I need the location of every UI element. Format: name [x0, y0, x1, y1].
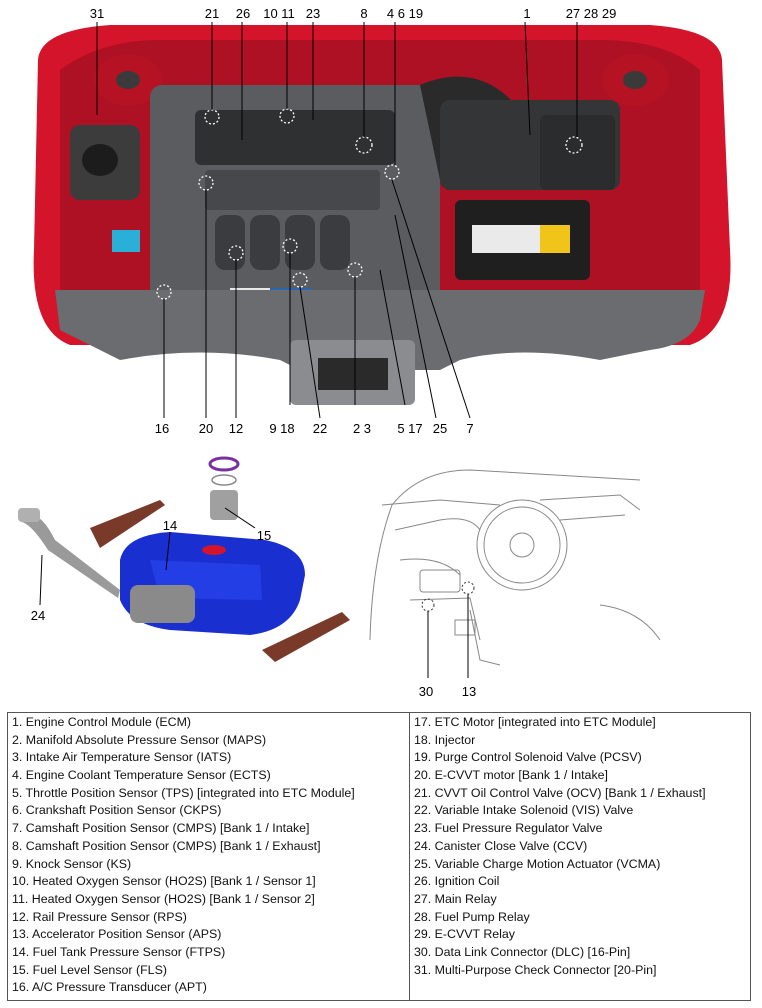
callout-30: 30	[418, 684, 434, 699]
legend-item: 16. A/C Pressure Transducer (APT)	[12, 980, 207, 995]
callout-31: 31	[89, 6, 105, 21]
legend-item: 15. Fuel Level Sensor (FLS)	[12, 962, 167, 977]
legend-item: 26. Ignition Coil	[414, 874, 500, 889]
callout-23: 23	[305, 6, 321, 21]
legend-item: 6. Crankshaft Position Sensor (CKPS)	[12, 803, 222, 818]
component-location-figure	[18, 21, 731, 678]
callout-13: 13	[461, 684, 477, 699]
legend-item: 30. Data Link Connector (DLC) [16-Pin]	[414, 944, 631, 959]
legend-item: 20. E-CVVT motor [Bank 1 / Intake]	[414, 768, 608, 783]
callout-20: 20	[198, 421, 214, 436]
legend-item: 10. Heated Oxygen Sensor (HO2S) [Bank 1 …	[12, 874, 316, 889]
legend-item: 24. Canister Close Valve (CCV)	[414, 838, 588, 853]
legend-item: 27. Main Relay	[414, 891, 497, 906]
legend-item: 11. Heated Oxygen Sensor (HO2S) [Bank 1 …	[12, 891, 315, 906]
legend-column-left: 1. Engine Control Module (ECM) 2. Manifo…	[8, 713, 410, 1000]
legend-column-right: 17. ETC Motor [integrated into ETC Modul…	[410, 713, 750, 1000]
callout-9-18: 9 18	[269, 421, 295, 436]
callout-14: 14	[162, 518, 178, 533]
callout-16: 16	[154, 421, 170, 436]
callout-1: 1	[523, 6, 531, 21]
callout-2-3: 2 3	[352, 421, 372, 436]
callout-15: 15	[256, 528, 272, 543]
legend-item: 2. Manifold Absolute Pressure Sensor (MA…	[12, 732, 267, 747]
legend-item: 9. Knock Sensor (KS)	[12, 856, 132, 871]
legend-item: 17. ETC Motor [integrated into ETC Modul…	[414, 715, 656, 729]
legend-item: 1. Engine Control Module (ECM)	[12, 715, 192, 729]
legend-item: 22. Variable Intake Solenoid (VIS) Valve	[414, 803, 634, 818]
callout-24: 24	[30, 608, 46, 623]
legend-item: 5. Throttle Position Sensor (TPS) [integ…	[12, 785, 355, 800]
callout-22: 22	[312, 421, 328, 436]
engine-bay-photo	[33, 21, 731, 419]
legend-item: 12. Rail Pressure Sensor (RPS)	[12, 909, 187, 924]
legend-item: 25. Variable Charge Motion Actuator (VCM…	[414, 856, 661, 871]
callout-5-17: 5 17	[397, 421, 423, 436]
legend-item: 28. Fuel Pump Relay	[414, 909, 530, 924]
legend-item: 7. Camshaft Position Sensor (CMPS) [Bank…	[12, 821, 310, 836]
callout-25: 25	[432, 421, 448, 436]
legend-item: 21. CVVT Oil Control Valve (OCV) [Bank 1…	[414, 785, 706, 800]
callout-26: 26	[235, 6, 251, 21]
callout-21: 21	[204, 6, 220, 21]
callout-7: 7	[466, 421, 474, 436]
legend-item: 13. Accelerator Position Sensor (APS)	[12, 927, 222, 942]
legend-item: 23. Fuel Pressure Regulator Valve	[414, 821, 603, 836]
legend-item: 8. Camshaft Position Sensor (CMPS) [Bank…	[12, 838, 321, 853]
callout-10-11: 10 11	[263, 6, 295, 21]
legend-item: 3. Intake Air Temperature Sensor (IATS)	[12, 750, 232, 765]
legend-item: 14. Fuel Tank Pressure Sensor (FTPS)	[12, 944, 226, 959]
legend-item: 29. E-CVVT Relay	[414, 927, 516, 942]
callout-27-28-29: 27 28 29	[565, 6, 617, 21]
legend-item: 19. Purge Control Solenoid Valve (PCSV)	[414, 750, 642, 765]
dashboard-line-art	[369, 469, 661, 678]
legend-item: 4. Engine Coolant Temperature Sensor (EC…	[12, 768, 271, 783]
fuel-tank-illustration	[18, 456, 350, 662]
legend-item: 18. Injector	[414, 732, 476, 747]
component-legend-table: 1. Engine Control Module (ECM) 2. Manifo…	[7, 712, 751, 1001]
legend-item: 31. Multi-Purpose Check Connector [20-Pi…	[414, 962, 657, 977]
callout-12: 12	[228, 421, 244, 436]
callout-4-6-19: 4 6 19	[386, 6, 424, 21]
callout-8: 8	[360, 6, 368, 21]
